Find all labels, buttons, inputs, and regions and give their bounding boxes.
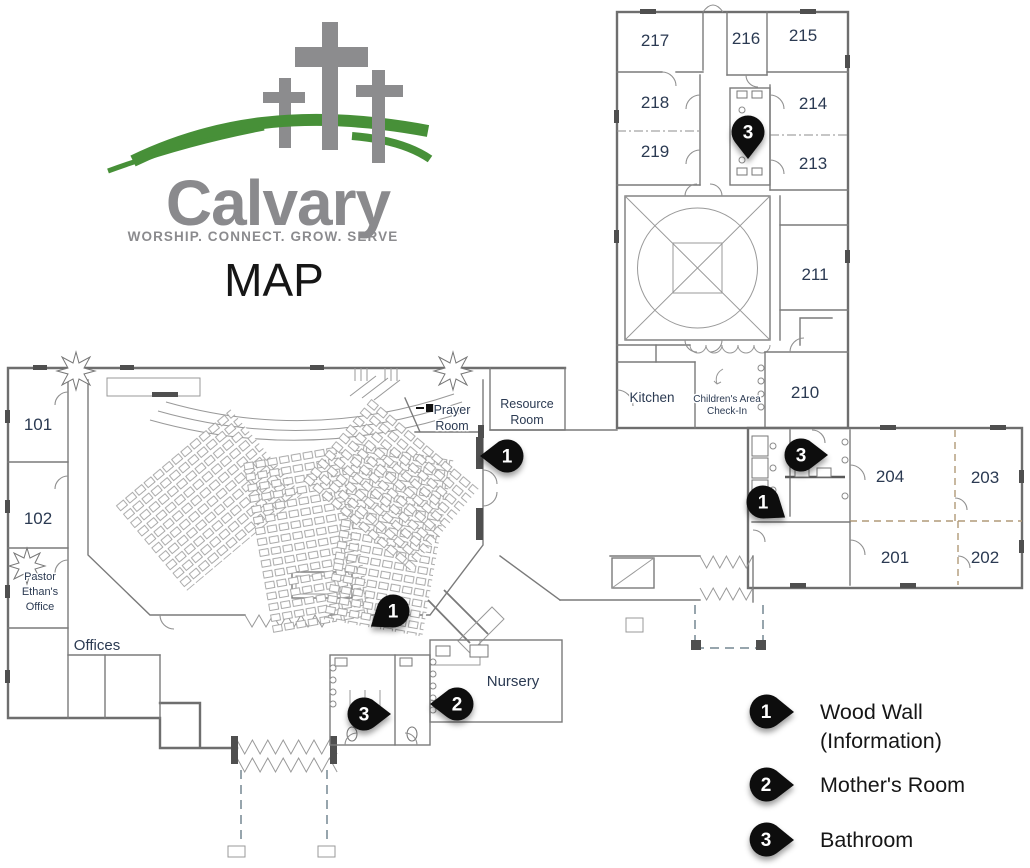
legend-label-2: Mother's Room [820, 773, 965, 797]
pastor-office-label: Pastor [24, 571, 56, 583]
logo-brand-text: Calvary [166, 167, 392, 239]
east-entrance [559, 554, 766, 650]
marker-wood-wall-east: 1 [480, 439, 524, 473]
legend-label-3: Bathroom [820, 828, 913, 852]
resource-room-label: Resource [500, 397, 554, 411]
room-102-label: 102 [24, 509, 52, 528]
page-title: MAP [224, 254, 324, 306]
nursery-label: Nursery [487, 673, 540, 690]
room-214-label: 214 [799, 94, 827, 113]
calvary-logo: Calvary WORSHIP. CONNECT. GROW. SERVE MA… [107, 22, 433, 306]
marker-bathroom-south: 3 [347, 697, 391, 731]
activity-room [624, 195, 771, 341]
prayer-room-label: Prayer [434, 403, 471, 417]
room-204-label: 204 [876, 467, 904, 486]
north-wing-walls [615, 4, 850, 430]
svg-text:2: 2 [452, 695, 463, 716]
pastor-office-label2: Ethan's [22, 586, 59, 598]
room-202-label: 202 [971, 548, 999, 567]
svg-text:1: 1 [502, 447, 513, 468]
room-labels: 101 102 217 216 215 218 219 214 213 211 … [20, 25, 1000, 692]
svg-text:3: 3 [743, 123, 754, 144]
kitchen-label: Kitchen [629, 390, 674, 405]
svg-text:3: 3 [796, 446, 807, 467]
room-215-label: 215 [789, 26, 817, 45]
resource-room-label2: Room [510, 413, 543, 427]
room-210-label: 210 [791, 383, 819, 402]
marker-mothers-room: 2 [430, 687, 474, 721]
room-219-label: 219 [641, 142, 669, 161]
children-checkin-label2: Check-In [707, 406, 747, 417]
svg-text:1: 1 [761, 702, 772, 723]
legend-pin-2: 2 [749, 767, 794, 802]
children-checkin-label: Children's Area [693, 394, 761, 405]
room-203-label: 203 [971, 468, 999, 487]
room-213-label: 213 [799, 154, 827, 173]
svg-text:2: 2 [761, 775, 772, 796]
legend-label-1: Wood Wall [820, 700, 923, 724]
svg-text:1: 1 [758, 493, 769, 514]
marker-wood-wall-south: 1 [370, 594, 410, 628]
marker-bathroom-east: 3 [784, 438, 828, 472]
svg-text:3: 3 [359, 705, 370, 726]
legend-sublabel-1: (Information) [820, 729, 942, 753]
legend-pin-1: 1 [749, 694, 794, 729]
marker-wood-wall-wing: 1 [746, 485, 786, 519]
offices-label: Offices [74, 637, 120, 654]
room-216-label: 216 [732, 29, 760, 48]
sanctuary-seating [115, 398, 480, 637]
svg-text:3: 3 [761, 830, 772, 851]
room-217-label: 217 [641, 31, 669, 50]
sanctuary-building-walls [6, 366, 618, 858]
map-legend: 1 Wood Wall (Information) 2 Mother's Roo… [749, 694, 965, 857]
room-201-label: 201 [881, 548, 909, 567]
legend-pin-3: 3 [749, 822, 794, 857]
marker-bathroom-north: 3 [731, 115, 765, 159]
room-218-label: 218 [641, 93, 669, 112]
cross-right-icon [356, 70, 403, 163]
door-arcs [54, 71, 971, 746]
legend-item-bathroom: 3 Bathroom [749, 822, 913, 857]
door-star-icons [7, 350, 474, 586]
room-101-label: 101 [24, 415, 52, 434]
checkin-arrow-icon [713, 368, 724, 385]
cross-left-icon [263, 78, 305, 148]
room-211-label: 211 [801, 265, 828, 284]
logo-tagline: WORSHIP. CONNECT. GROW. SERVE [128, 229, 399, 244]
cross-center-icon [295, 22, 368, 150]
legend-item-mothers-room: 2 Mother's Room [749, 767, 965, 802]
pastor-office-label3: Office [26, 601, 55, 613]
legend-item-wood-wall: 1 Wood Wall (Information) [749, 694, 942, 753]
svg-text:1: 1 [388, 602, 399, 623]
wall-ticks [5, 9, 1024, 683]
prayer-room-label2: Room [435, 419, 468, 433]
